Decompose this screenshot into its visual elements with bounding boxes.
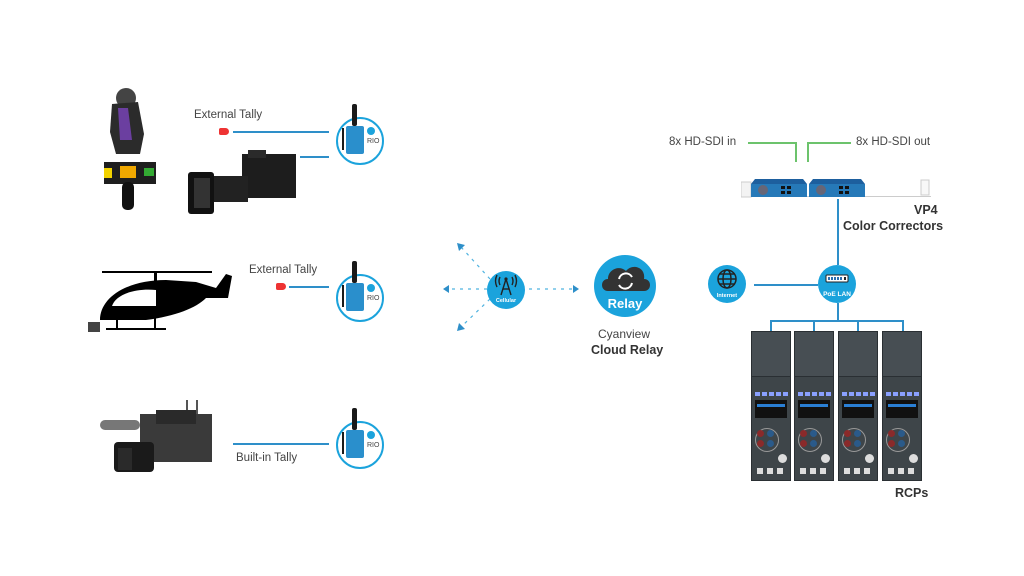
sdi-out-line-v [807,142,809,162]
motorcycle-image [98,84,164,212]
camcorder-image [100,398,218,478]
rio-label-1: RIO [367,138,380,145]
internet-label: Internet [716,293,738,299]
vp4-unit-1 [751,179,807,197]
tally-led-icon-1 [219,128,229,135]
poe-label: PoE LAN [823,291,851,298]
tally-connector-1 [233,131,329,133]
vp4-poe-connector [837,199,839,265]
arrow-right-icon [573,285,579,293]
rcp-bus [770,320,903,322]
rio-label-3: RIO [367,442,380,449]
rio-icon-2 [340,261,380,317]
cloud-sync-icon [602,266,650,291]
internet-node: Internet [708,265,746,303]
cellular-label: Cellular [495,298,517,304]
vp4-unit-2 [809,179,865,197]
sdi-in-label: 8x HD-SDI in [669,136,737,148]
sdi-in-line-v [795,142,797,162]
network-switch-icon [825,274,849,283]
helicopter-image [86,268,234,338]
rcp-drop-2 [813,320,815,332]
rio-icon-3 [340,408,380,464]
relay-title-line1: Cyanview [598,327,651,341]
camera-connector-1 [300,156,329,158]
sdi-in-line-h [748,142,796,144]
rcp-panel [794,331,834,481]
tally-connector-3 [233,443,329,445]
sdi-out-label: 8x HD-SDI out [856,136,931,148]
tally-led-icon-2 [276,283,286,290]
relay-title-line2: Cloud Relay [591,343,664,357]
poe-lan-node: PoE LAN [818,265,856,303]
external-tally-label-2: External Tally [249,264,318,276]
vp4-title-line2: Color Correctors [843,219,944,233]
rio-label-2: RIO [367,295,380,302]
rcp-panel [838,331,878,481]
cellular-node: Cellular [487,271,525,309]
tally-connector-2 [289,286,329,288]
sdi-out-line-h [807,142,851,144]
arrow-up-left-icon [457,243,465,251]
globe-icon [717,269,737,289]
vp4-rack [740,176,931,200]
relay-node: Relay [594,255,656,317]
rcp-panel [751,331,791,481]
rio-icon-1 [340,104,380,160]
poe-rcp-trunk [837,303,839,321]
arrow-left-icon [443,285,449,293]
vp4-title-line1: VP4 [914,203,938,217]
relay-icon-label: Relay [607,296,643,311]
rcp-panel [882,331,922,481]
box-camera-image [188,150,298,216]
built-in-tally-label: Built-in Tally [236,452,298,464]
rcp-drop-4 [902,320,904,332]
rcp-drop-1 [770,320,772,332]
rcps-label: RCPs [895,486,929,500]
cellular-links [443,243,579,331]
internet-poe-connector [754,284,818,286]
arrow-down-left-icon [457,323,465,331]
cell-tower-icon [494,274,518,296]
external-tally-label-1: External Tally [194,109,263,121]
rcp-drop-3 [857,320,859,332]
